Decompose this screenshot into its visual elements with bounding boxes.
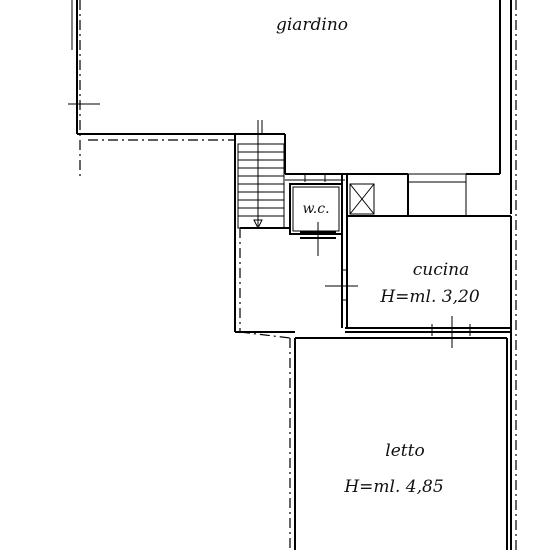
bedroom-room	[239, 216, 512, 550]
kitchen-room	[325, 173, 511, 348]
kitchen-label: cucina	[413, 260, 470, 280]
wc-label: w.c.	[302, 201, 329, 217]
garden-label: giardino	[276, 15, 348, 35]
bedroom-height-label: H=ml. 4,85	[343, 477, 443, 497]
garden-boundary	[68, 0, 517, 550]
staircase	[237, 120, 285, 230]
kitchen-height-label: H=ml. 3,20	[379, 287, 479, 307]
wc-room	[289, 183, 343, 256]
bedroom-label: letto	[385, 441, 424, 461]
landing	[234, 134, 345, 333]
